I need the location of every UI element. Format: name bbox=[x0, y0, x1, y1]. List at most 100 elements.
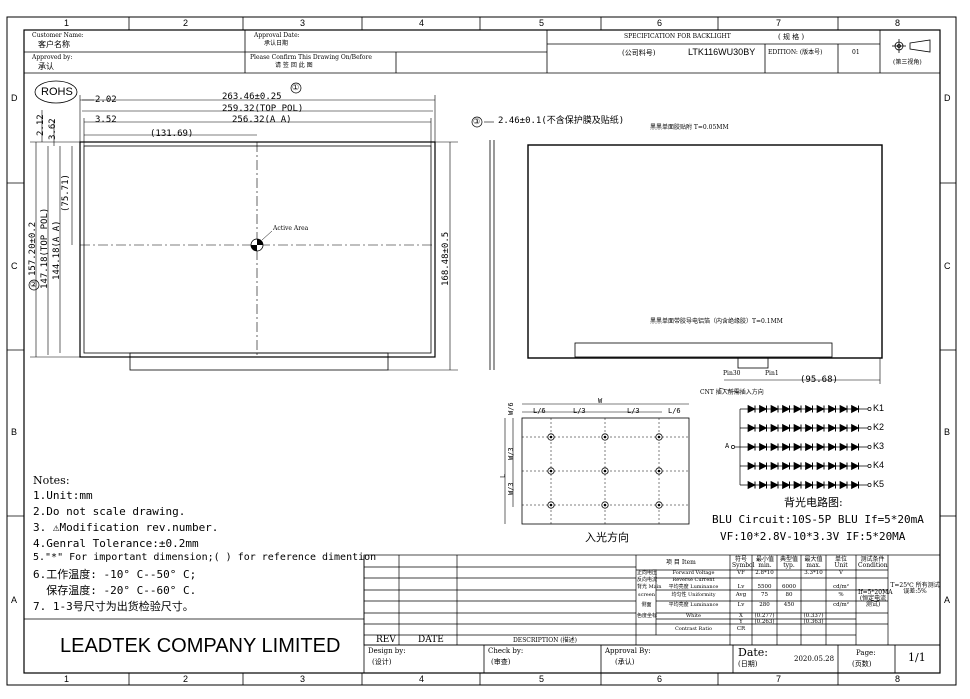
led-diode bbox=[793, 423, 802, 433]
spec-cell-group: screen bbox=[638, 592, 655, 598]
spec-cell-group: 色度坐标 bbox=[637, 613, 658, 619]
led-diode bbox=[747, 423, 756, 433]
spec-cell-unit: cd/m² bbox=[833, 584, 849, 590]
cathode-k3: K3 bbox=[873, 441, 885, 451]
thickness-dim: 2.46±0.1(不含保护膜及贴纸) bbox=[498, 116, 625, 126]
measure-l3-b: L/3 bbox=[627, 407, 640, 415]
dim-131: (131.69) bbox=[150, 129, 194, 139]
spec-cell-item: Reverse Current bbox=[672, 577, 715, 583]
spec-cell-typ: 450 bbox=[783, 602, 795, 608]
design-by-label: Design by: bbox=[368, 647, 406, 655]
note-item: 3. ⚠Modification rev.number. bbox=[33, 521, 219, 534]
led-diode bbox=[816, 423, 825, 433]
row-label-d-right: D bbox=[944, 93, 951, 103]
spec-cell-group: 正向电压 bbox=[637, 570, 658, 576]
measure-point-dot bbox=[657, 435, 661, 439]
th-max: 最大值 max. bbox=[804, 556, 823, 569]
th-item: 项 目 Item bbox=[666, 559, 696, 566]
dim-3-52: 3.52 bbox=[95, 115, 117, 125]
dim-2-02: 2.02 bbox=[95, 95, 117, 105]
active-area-label: Active Area bbox=[273, 225, 309, 232]
test-temp: T=25℃ 所有测试 误差:5% bbox=[890, 582, 940, 595]
back-view bbox=[527, 144, 883, 394]
spec-cell-typ: 6000 bbox=[782, 584, 796, 590]
led-diode bbox=[828, 404, 837, 414]
light-direction-caption: 入光方向 bbox=[585, 531, 629, 544]
cathode-terminal bbox=[867, 426, 872, 430]
led-diode bbox=[793, 480, 802, 490]
col-label-3: 3 bbox=[300, 18, 306, 28]
spec-cell-sym: Lv bbox=[737, 584, 745, 590]
spec-cell-sym: Lv bbox=[737, 602, 745, 608]
cathode-terminal bbox=[867, 407, 872, 411]
th-symbol: 符号 Symbol bbox=[732, 556, 755, 569]
spec-cell-sym: X bbox=[739, 613, 743, 619]
measure-point-dot bbox=[603, 503, 607, 507]
led-diode bbox=[816, 442, 825, 452]
row-label-d: D bbox=[11, 93, 18, 103]
led-diode bbox=[816, 461, 825, 471]
dim-147: 147.18(TOP POL) bbox=[40, 207, 50, 289]
led-diode bbox=[782, 404, 791, 414]
spec-cell-sym: Y bbox=[739, 619, 743, 625]
date-header: DATE bbox=[418, 635, 444, 645]
measure-w6: W/6 bbox=[507, 402, 515, 415]
led-diode bbox=[828, 480, 837, 490]
led-diode bbox=[782, 442, 791, 452]
spec-cell-item: 均匀性 Uniformity bbox=[671, 592, 716, 598]
pin30-label: Pin30 bbox=[723, 370, 741, 377]
led-diode bbox=[851, 461, 860, 471]
col-label-8: 8 bbox=[895, 18, 901, 28]
measure-point-dot bbox=[549, 435, 553, 439]
measure-l3-a: L/3 bbox=[573, 407, 586, 415]
led-diode bbox=[805, 404, 814, 414]
spec-cell-max: (0.337) bbox=[803, 613, 824, 619]
spec-cell-unit: % bbox=[838, 592, 844, 598]
dim-2-12: 2.12 bbox=[36, 114, 46, 136]
company-name: LEADTEK COMPANY LIMITED bbox=[60, 635, 341, 657]
dim-144: 144.18(A A) bbox=[52, 220, 62, 280]
circuit-line-1: BLU Circuit:10S-5P BLU If=5*20mA bbox=[712, 513, 924, 526]
measure-point-dot bbox=[657, 469, 661, 473]
measure-point-dot bbox=[549, 503, 553, 507]
led-diode bbox=[839, 480, 848, 490]
th-condition: 测试条件 Condition bbox=[858, 556, 888, 569]
cathode-k4: K4 bbox=[873, 460, 885, 470]
spec-title: SPECIFICATION FOR BACKLIGHT bbox=[624, 33, 731, 40]
spec-cell-item: Contrast Ratio bbox=[674, 626, 713, 632]
led-diode bbox=[805, 461, 814, 471]
rohs-label: ROHS bbox=[41, 86, 73, 98]
cathode-k2: K2 bbox=[873, 422, 885, 432]
row-label-b-right: B bbox=[944, 427, 951, 437]
led-diode bbox=[828, 423, 837, 433]
th-min: 最小值 min. bbox=[755, 556, 774, 569]
spec-cell-sym: CR bbox=[736, 626, 746, 632]
led-diode bbox=[851, 404, 860, 414]
led-diode bbox=[782, 423, 791, 433]
confirm-cn: 请 签 回 此 图 bbox=[275, 62, 313, 69]
customer-name-label: Customer Name: bbox=[32, 32, 84, 39]
notes-heading: Notes: bbox=[33, 474, 70, 487]
dim-75: (75.71) bbox=[61, 174, 71, 212]
note-item: 保存温度: -20° C--60° C. bbox=[33, 584, 197, 597]
bottom-title-block bbox=[24, 555, 940, 673]
led-diode bbox=[782, 480, 791, 490]
note-item: 2.Do not scale drawing. bbox=[33, 505, 186, 518]
col-label-2-bottom: 2 bbox=[183, 674, 189, 684]
cathode-k5: K5 bbox=[873, 479, 885, 489]
led-diode bbox=[851, 480, 860, 490]
description-header: DESCRIPTION (描述) bbox=[513, 637, 577, 644]
active-area-marker bbox=[250, 230, 273, 252]
test-condition: If=5*20MA (恒定电流测试) bbox=[858, 589, 893, 608]
led-diode bbox=[839, 404, 848, 414]
marker-2: ② bbox=[30, 280, 38, 289]
check-by-label: Check by: bbox=[488, 647, 524, 655]
col-label-5: 5 bbox=[539, 18, 545, 28]
spec-cell-sym: VF bbox=[737, 570, 745, 576]
col-label-7: 7 bbox=[776, 18, 782, 28]
spec-cell-max: (0.363) bbox=[803, 619, 824, 625]
marker-3: ③ bbox=[473, 117, 481, 126]
led-diode bbox=[839, 442, 848, 452]
date-cn: (日期) bbox=[738, 660, 758, 668]
led-diode bbox=[782, 461, 791, 471]
